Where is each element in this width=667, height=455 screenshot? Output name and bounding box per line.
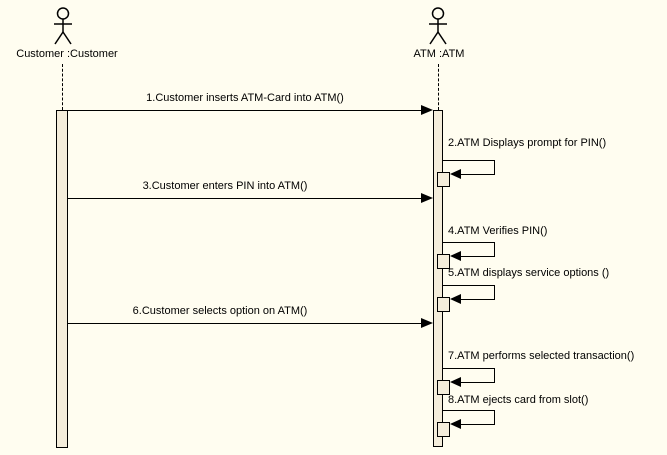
message-8-loop-top: [442, 410, 494, 411]
message-4-nested-activation: [437, 254, 450, 269]
message-1-label: 1.Customer inserts ATM-Card into ATM(): [146, 92, 344, 104]
message-2-loop-right: [494, 160, 495, 175]
message-8-nested-activation: [437, 422, 450, 437]
customer-actor-icon: [50, 6, 76, 49]
message-8-loop-bottom: [460, 424, 494, 425]
message-4-arrowhead-icon: [450, 251, 461, 261]
message-5-loop-top: [442, 285, 494, 286]
message-5-loop-right: [494, 285, 495, 300]
message-3-arrowhead-icon: [421, 193, 433, 203]
message-8-label: 8.ATM ejects card from slot(): [448, 394, 589, 406]
message-7-loop-right: [494, 368, 495, 383]
atm-activation-bar: [433, 110, 443, 447]
atm-actor-label: ATM :ATM: [413, 48, 465, 60]
message-4-loop-bottom: [460, 256, 494, 257]
message-2-loop-bottom: [460, 174, 494, 175]
message-1-arrowhead-icon: [421, 105, 433, 115]
atm-lifeline: [438, 64, 439, 110]
customer-activation-bar: [56, 110, 68, 448]
customer-lifeline: [62, 64, 63, 110]
message-7-arrowhead-icon: [450, 377, 461, 387]
message-1-line: [68, 110, 421, 111]
message-3-label: 3.Customer enters PIN into ATM(): [142, 180, 308, 192]
message-7-loop-bottom: [460, 382, 494, 383]
message-2-loop-top: [442, 160, 494, 161]
message-4-loop-right: [494, 242, 495, 257]
message-8-loop-right: [494, 410, 495, 425]
message-4-label: 4.ATM Verifies PIN(): [448, 225, 548, 237]
message-5-nested-activation: [437, 297, 450, 312]
message-2-label: 2.ATM Displays prompt for PIN(): [448, 137, 607, 149]
message-3-line: [68, 198, 421, 199]
message-8-arrowhead-icon: [450, 419, 461, 429]
message-7-label: 7.ATM performs selected transaction(): [448, 350, 635, 362]
message-6-arrowhead-icon: [421, 318, 433, 328]
message-7-loop-top: [442, 368, 494, 369]
message-6-label: 6.Customer selects option on ATM(): [132, 305, 308, 317]
atm-actor-icon: [425, 6, 451, 49]
message-4-loop-top: [442, 242, 494, 243]
message-5-loop-bottom: [460, 299, 494, 300]
message-7-nested-activation: [437, 380, 450, 395]
customer-actor-label: Customer :Customer: [16, 48, 118, 60]
message-5-arrowhead-icon: [450, 294, 461, 304]
message-5-label: 5.ATM displays service options (): [448, 267, 610, 279]
message-2-nested-activation: [437, 172, 450, 187]
message-6-line: [68, 323, 421, 324]
message-2-arrowhead-icon: [450, 169, 461, 179]
